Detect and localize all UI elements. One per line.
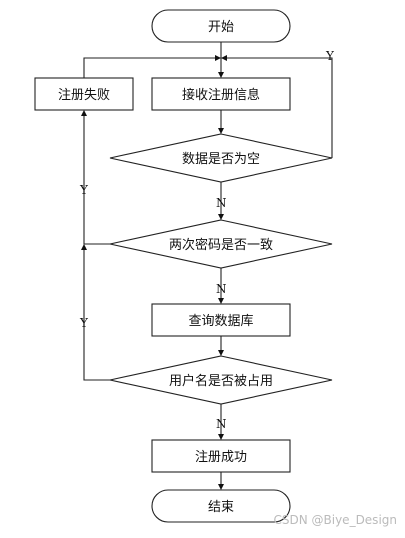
- edge-empty-yes: [227, 57, 333, 158]
- arrowhead: [218, 72, 224, 78]
- fail-box: [34, 77, 134, 111]
- arrowhead: [218, 214, 224, 220]
- arrowhead: [81, 244, 87, 250]
- arrowhead: [221, 55, 227, 61]
- receive-label: 接收注册信息: [182, 87, 260, 103]
- pwd-yes-label: Y: [79, 183, 89, 197]
- pwd-check-label: 两次密码是否一致: [169, 237, 273, 253]
- start-label: 开始: [208, 20, 234, 35]
- name-check-label: 用户名是否被占用: [169, 373, 273, 389]
- arrowhead: [218, 128, 224, 134]
- name-no-label: N: [216, 417, 227, 431]
- empty-yes-label: Y: [325, 49, 335, 63]
- success-box: [151, 439, 291, 473]
- success-label: 注册成功: [195, 450, 247, 465]
- name-yes-label: Y: [79, 316, 89, 330]
- query-db-label: 查询数据库: [188, 313, 253, 329]
- arrowhead: [218, 350, 224, 356]
- arrowhead: [218, 298, 224, 304]
- arrowhead: [81, 110, 87, 116]
- edge-name-yes: [83, 250, 110, 381]
- query-db-box: [151, 303, 291, 337]
- arrowhead: [218, 484, 224, 490]
- fail-label: 注册失败: [58, 88, 110, 103]
- watermark: CSDN @Biye_Design: [273, 513, 397, 527]
- arrowhead: [215, 55, 221, 61]
- edge-fail-return: [83, 57, 215, 78]
- arrowhead: [218, 434, 224, 440]
- empty-check-label: 数据是否为空: [182, 152, 260, 167]
- empty-no-label: N: [216, 196, 227, 210]
- end-label: 结束: [208, 500, 234, 515]
- pwd-no-label: N: [216, 282, 227, 296]
- edge-pwd-yes: [83, 116, 110, 245]
